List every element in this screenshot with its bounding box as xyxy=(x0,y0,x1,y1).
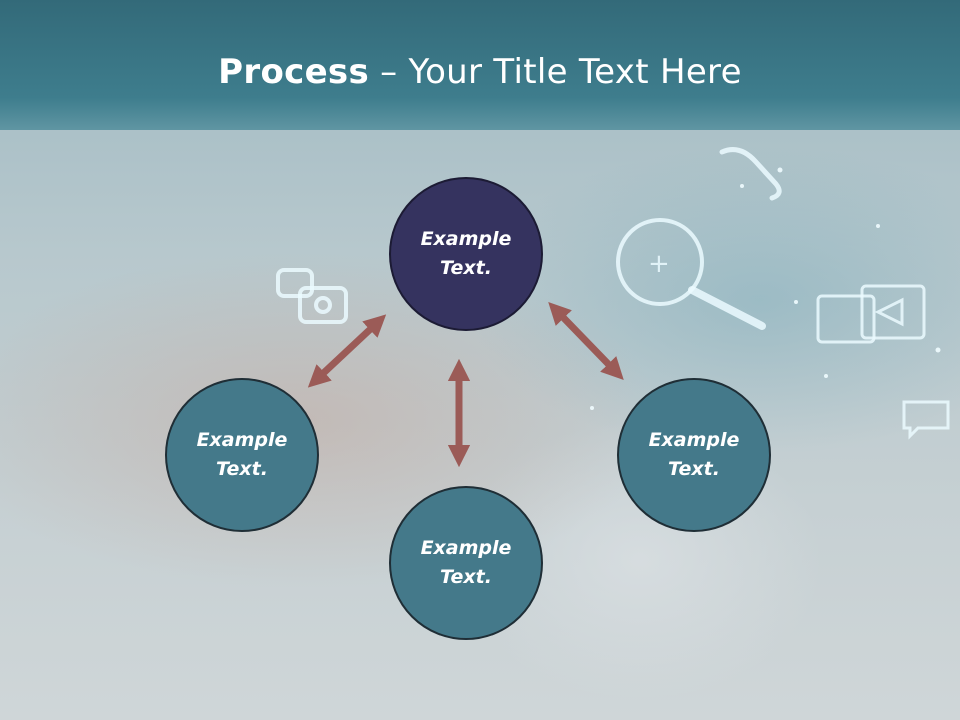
process-node-right: Example Text. xyxy=(617,378,771,532)
arrow-top-left xyxy=(307,314,387,388)
node-top-text: Example Text. xyxy=(420,228,512,279)
magnifier-icon: + xyxy=(616,218,766,330)
phone-icon xyxy=(719,147,782,201)
node-left-text: Example Text. xyxy=(196,429,288,480)
svg-text:+: + xyxy=(648,249,670,279)
arrow-top-right xyxy=(548,301,624,381)
slide-title: Process – Your Title Text Here xyxy=(0,52,960,92)
title-bold: Process xyxy=(218,52,370,92)
chat-bubble-icon xyxy=(902,400,950,440)
process-node-top: Example Text. xyxy=(389,177,543,331)
title-rest: – Your Title Text Here xyxy=(369,52,742,92)
media-window-icon xyxy=(816,284,926,344)
process-node-bottom: Example Text. xyxy=(389,486,543,640)
camera-icon xyxy=(276,268,348,324)
process-node-left: Example Text. xyxy=(165,378,319,532)
title-bar xyxy=(0,0,960,130)
node-bottom-text: Example Text. xyxy=(420,537,512,588)
node-right-text: Example Text. xyxy=(648,429,740,480)
